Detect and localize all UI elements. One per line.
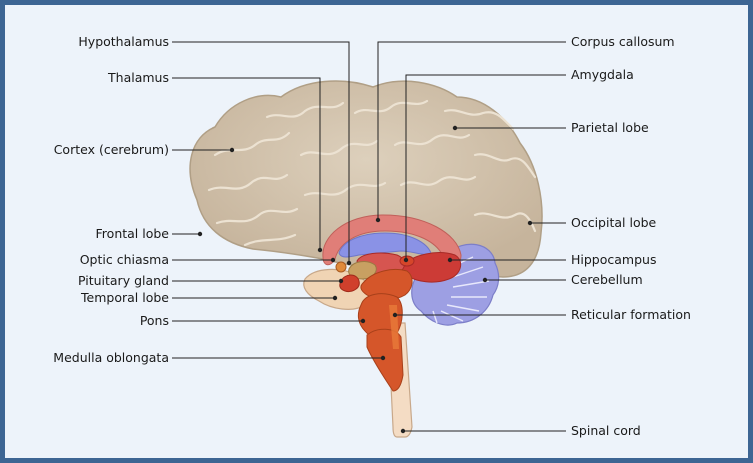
optic-chiasma — [335, 261, 347, 273]
label-frontal-lobe: Frontal lobe — [96, 226, 170, 241]
label-occipital-lobe: Occipital lobe — [571, 215, 657, 230]
label-cerebellum: Cerebellum — [571, 272, 643, 287]
leader-lines — [172, 41, 566, 432]
label-cortex: Cortex (cerebrum) — [54, 142, 169, 157]
label-pons: Pons — [140, 313, 169, 328]
label-medulla-oblongata: Medulla oblongata — [53, 350, 169, 365]
leader-dots — [197, 125, 533, 434]
label-optic-chiasma: Optic chiasma — [80, 252, 169, 267]
label-amygdala: Amygdala — [571, 67, 634, 82]
label-temporal-lobe: Temporal lobe — [80, 290, 169, 305]
label-thalamus: Thalamus — [107, 70, 169, 85]
label-corpus-callosum: Corpus callosum — [571, 34, 675, 49]
label-hypothalamus: Hypothalamus — [78, 34, 169, 49]
label-reticular-formation: Reticular formation — [571, 307, 691, 322]
brain-diagram: Hypothalamus Thalamus Cortex (cerebrum) … — [53, 34, 691, 438]
label-pituitary-gland: Pituitary gland — [78, 273, 169, 288]
label-parietal-lobe: Parietal lobe — [571, 120, 649, 135]
cerebellum-folia — [432, 256, 490, 324]
label-hippocampus: Hippocampus — [571, 252, 656, 267]
pituitary-gland — [339, 274, 360, 292]
midbrain — [360, 269, 413, 300]
cerebrum — [189, 80, 543, 278]
label-spinal-cord: Spinal cord — [571, 423, 641, 438]
